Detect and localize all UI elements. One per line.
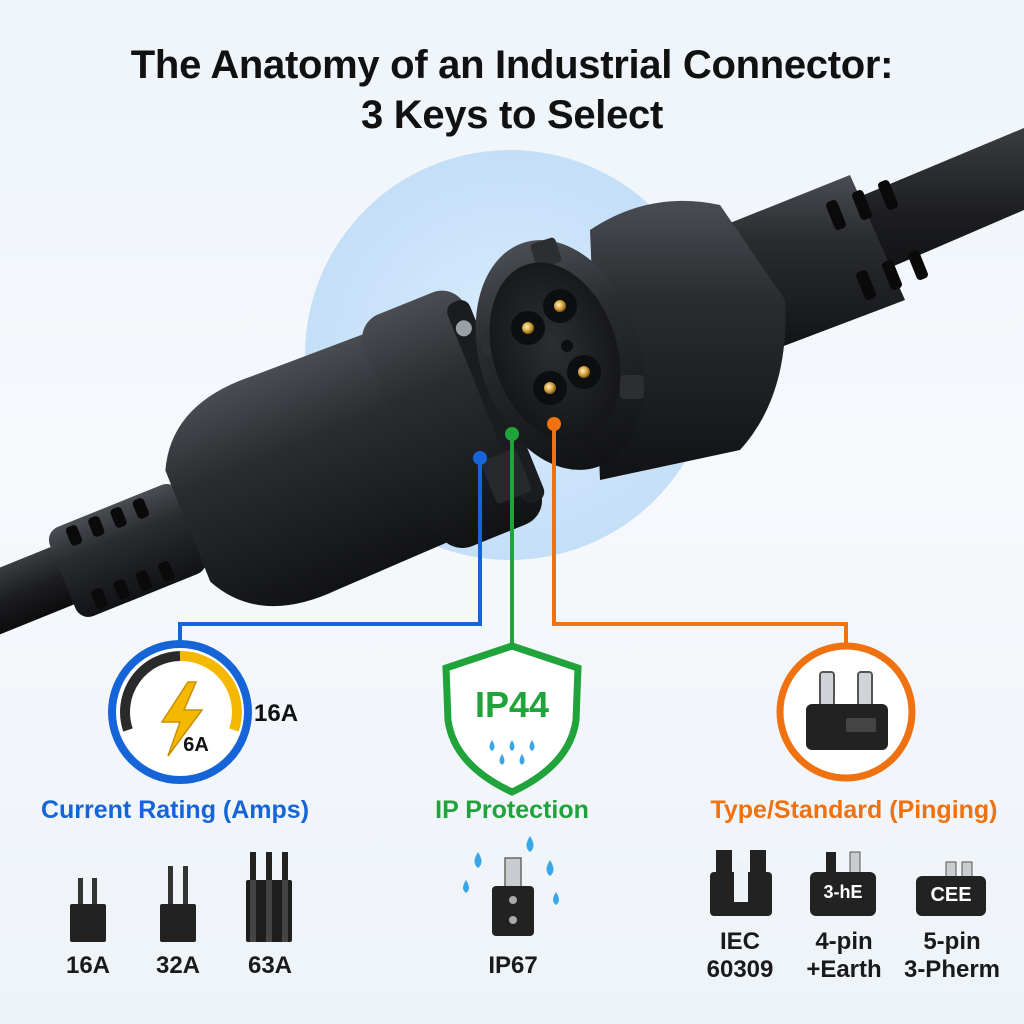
title-line-1: The Anatomy of an Industrial Connector: xyxy=(130,43,894,87)
left-body xyxy=(165,330,457,607)
current-option-63a: 63A xyxy=(247,952,293,979)
type-option-4pin-line1: 4-pin xyxy=(815,928,873,955)
plug-icon xyxy=(776,642,916,782)
current-heading: Current Rating (Amps) xyxy=(40,796,310,824)
plug-16a-icon xyxy=(70,878,106,942)
ip-badge: IP44 xyxy=(474,684,550,725)
type-badge-4pin: 3-hE xyxy=(823,882,863,902)
type-heading: Type/Standard (Pinging) xyxy=(710,796,998,824)
gauge-bolt-icon xyxy=(108,640,252,784)
iec-plug-icon xyxy=(710,850,772,916)
type-option-5pin-line2: 3-Pherm xyxy=(903,956,1001,983)
5pin-plug-icon xyxy=(916,861,986,916)
4pin-plug-icon xyxy=(810,851,876,916)
type-option-4pin-line2: +Earth xyxy=(806,956,882,983)
current-option-16a: 16A xyxy=(65,952,111,979)
current-side-value: 16A xyxy=(254,700,299,727)
page-title: The Anatomy of an Industrial Connector: … xyxy=(0,40,1024,140)
type-option-4pin: 4-pin +Earth xyxy=(796,928,892,984)
ip-option: IP67 xyxy=(488,952,538,979)
type-option-iec: IEC 60309 xyxy=(690,928,790,984)
type-option-iec-line1: IEC xyxy=(719,928,760,955)
shield-water-icon xyxy=(442,642,582,796)
title-line-2: 3 Keys to Select xyxy=(360,93,664,137)
left-strain-relief xyxy=(48,483,207,617)
gauge-value: 6A xyxy=(183,734,209,756)
ip67-plug-icon xyxy=(463,836,559,936)
type-option-5pin-line1: 5-pin xyxy=(923,928,981,955)
ip-heading: IP Protection xyxy=(435,796,589,824)
receptacle-face xyxy=(489,262,621,442)
plug-32a-icon xyxy=(160,866,196,942)
type-badge-5pin: CEE xyxy=(930,884,972,906)
female-receptacle xyxy=(475,128,1024,480)
plug-63a-icon xyxy=(246,852,292,942)
current-option-32a: 32A xyxy=(155,952,201,979)
type-option-iec-line2: 60309 xyxy=(706,956,774,983)
type-option-5pin: 5-pin 3-Pherm xyxy=(900,928,1004,984)
